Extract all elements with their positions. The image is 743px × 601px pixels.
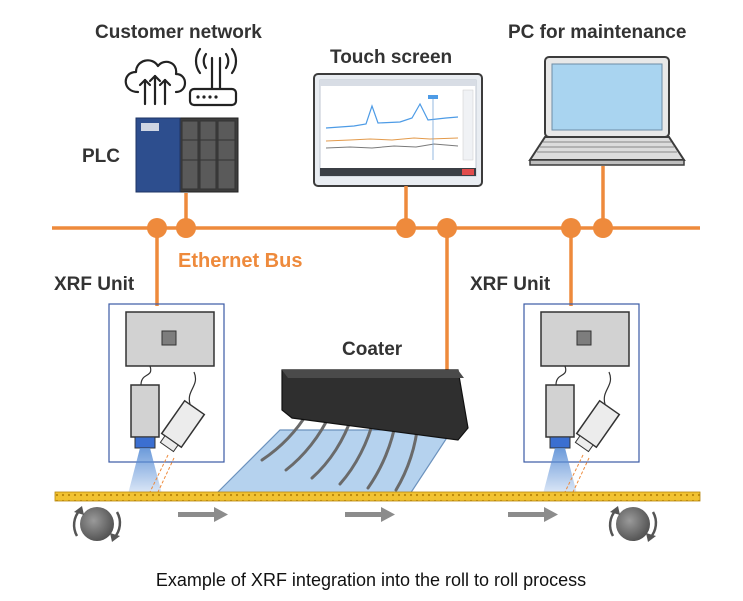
touch-screen-monitor	[313, 73, 483, 187]
touch-screen-label: Touch screen	[330, 47, 452, 68]
xrf-unit-left-label: XRF Unit	[54, 274, 135, 295]
coater	[214, 369, 469, 495]
xrf-unit-right	[523, 303, 640, 494]
roller-icon	[608, 506, 658, 542]
xrf-unit-right-label: XRF Unit	[470, 274, 551, 295]
wifi-router-icon	[188, 47, 238, 107]
flow-arrow-icon	[508, 507, 558, 522]
flow-arrow-icon	[345, 507, 395, 522]
ethernet-bus-label: Ethernet Bus	[178, 250, 302, 272]
cloud-upload-icon	[124, 59, 187, 106]
roller-icon	[72, 506, 122, 542]
flow-arrow-icon	[178, 507, 228, 522]
pc-maintenance-label: PC for maintenance	[508, 22, 686, 43]
substrate-web	[54, 491, 701, 502]
plc-label: PLC	[82, 146, 120, 167]
bus-connection-nodes	[147, 218, 613, 238]
laptop-icon	[528, 56, 686, 166]
xrf-unit-left	[108, 303, 225, 494]
figure-caption: Example of XRF integration into the roll…	[156, 570, 586, 590]
coater-label: Coater	[342, 339, 403, 360]
customer-network-label: Customer network	[95, 22, 262, 43]
plc-device	[135, 117, 239, 193]
